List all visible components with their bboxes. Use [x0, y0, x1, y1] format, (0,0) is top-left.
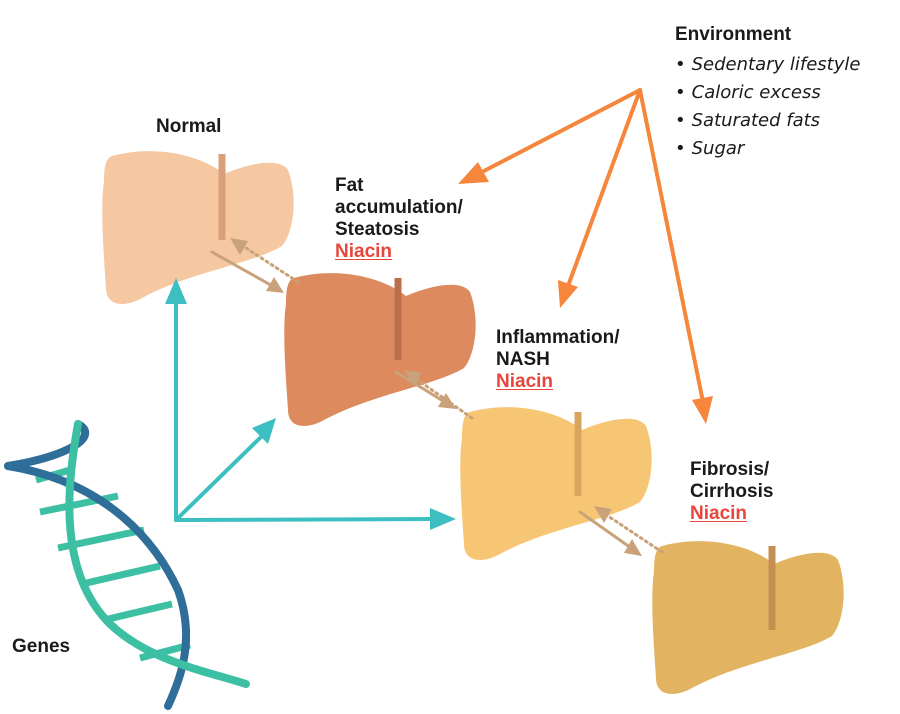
environment-item: •Sugar — [675, 135, 860, 163]
progression-arrows — [210, 250, 636, 552]
environment-item-label: Saturated fats — [691, 110, 821, 131]
stage-label-line: Steatosis — [335, 219, 420, 240]
bullet-icon: • — [675, 54, 686, 75]
environment-arrowheads — [458, 162, 713, 424]
liver-icon-steatosis — [284, 273, 476, 426]
stage-label-line: Cirrhosis — [690, 481, 774, 502]
environment-list: •Sedentary lifestyle •Caloric excess •Sa… — [675, 51, 860, 163]
environment-item-label: Caloric excess — [691, 82, 821, 103]
stage-label-nash: Inflammation/ NASH Niacin — [496, 327, 620, 393]
stage-label-line: accumulation/ — [335, 197, 463, 218]
environment-arrows — [480, 88, 705, 404]
stage-label-line: Normal — [156, 116, 222, 137]
stage-label-fibrosis: Fibrosis/ Cirrhosis Niacin — [690, 459, 773, 525]
genes-label: Genes — [12, 636, 71, 657]
stage-label-line: Fat — [335, 175, 364, 196]
environment-item-label: Sedentary lifestyle — [691, 54, 861, 75]
niacin-label: Niacin — [690, 503, 748, 524]
niacin-label: Niacin — [335, 241, 393, 262]
stage-label-steatosis: Fat accumulation/ Steatosis Niacin — [335, 175, 463, 263]
dna-blue-strand — [4, 462, 191, 710]
environment-item: •Saturated fats — [675, 107, 860, 135]
stage-label-line: Fibrosis/ — [690, 459, 770, 480]
gene-arrows — [174, 298, 434, 522]
bullet-icon: • — [675, 138, 686, 159]
niacin-label: Niacin — [496, 371, 554, 392]
stage-label-line: NASH — [496, 349, 550, 370]
liver-icon-fibrosis — [652, 541, 844, 694]
environment-item: •Caloric excess — [675, 79, 860, 107]
environment-item-label: Sugar — [691, 138, 745, 159]
regression-arrows — [238, 242, 664, 554]
environment-title: Environment — [675, 24, 792, 45]
bullet-icon: • — [675, 110, 686, 131]
liver-icon-nash — [460, 407, 652, 560]
stage-label-line: Inflammation/ — [496, 327, 620, 348]
stage-label-normal: Normal — [156, 116, 221, 138]
dna-teal-strand — [65, 420, 250, 688]
bullet-icon: • — [675, 82, 686, 103]
regression-arrowheads — [230, 238, 612, 523]
dna-helix-icon — [4, 420, 250, 710]
gene-arrowheads — [165, 278, 456, 530]
environment-item: •Sedentary lifestyle — [675, 51, 860, 79]
liver-icon-normal — [102, 151, 294, 304]
